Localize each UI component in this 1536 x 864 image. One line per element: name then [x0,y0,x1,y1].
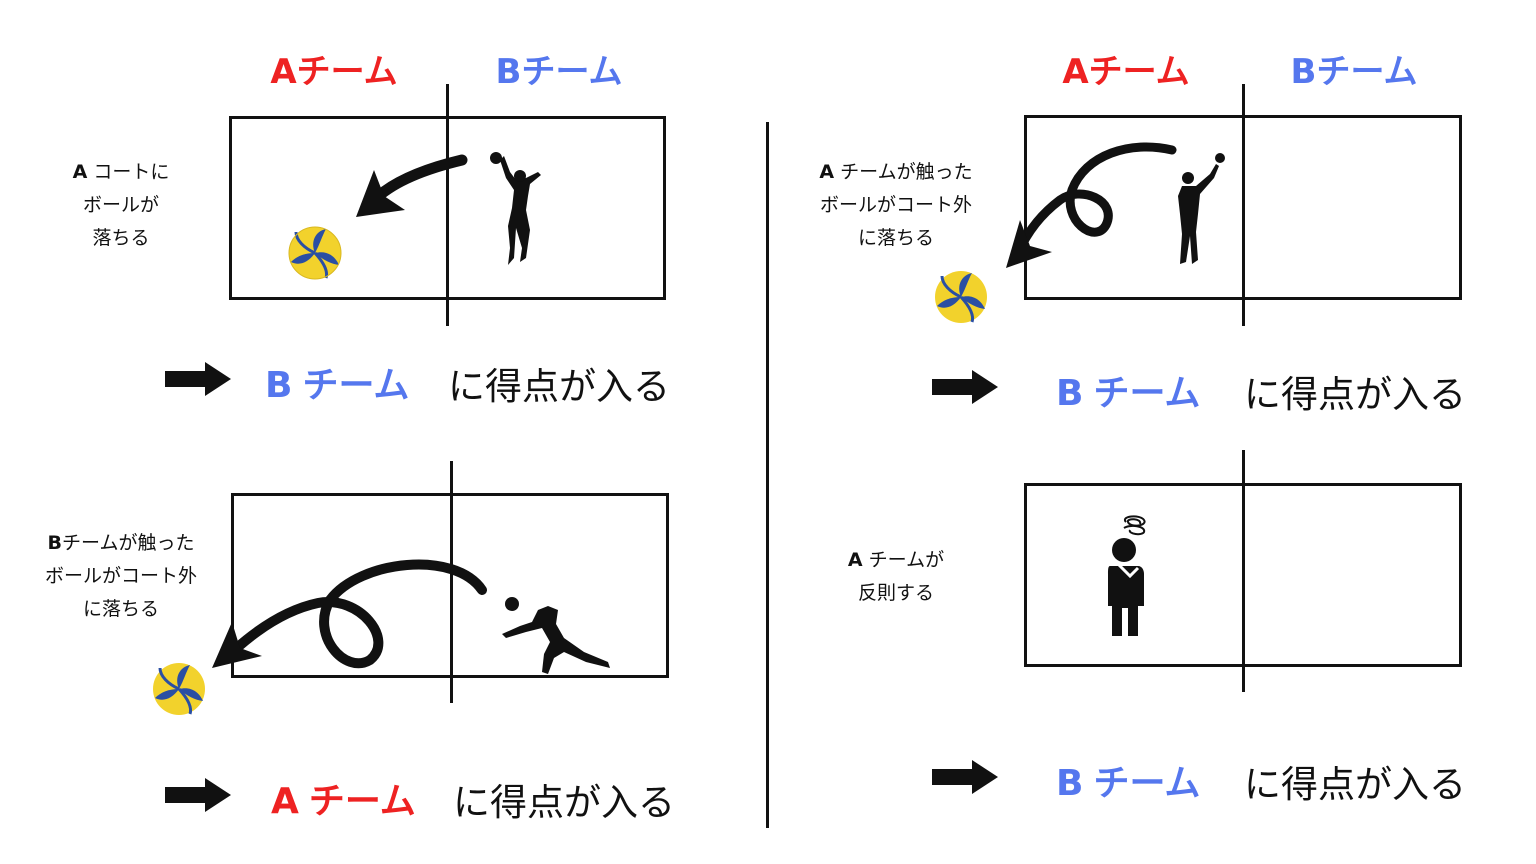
panel2-result-text: に得点が入る [453,781,675,824]
spiker-silhouette-icon [490,152,541,265]
panel2-result-letter: A [271,781,299,822]
panel-divider [766,122,769,828]
panel1-team-b-header: Bチーム [495,52,623,92]
diving-player-silhouette-icon [502,597,610,674]
panel3-team-b-header: Bチーム [1290,52,1418,92]
panel3-desc-line2: ボールがコート外 [819,194,973,216]
panel1-result-text: に得点が入る [448,365,670,408]
panel2-desc-line1: チームが触った [62,532,195,554]
panel3-net [1242,84,1245,326]
panel4-description: A チームが 反則する [848,544,944,610]
panel4-net [1242,450,1245,692]
panel2-description: Bチームが触った ボールがコート外 に落ちる [45,527,197,626]
right-arrow-icon [165,362,231,396]
panel1-net [446,84,449,326]
panel1-desc-letter: A [72,161,88,183]
panel1-result-team-label: チーム [302,365,410,406]
volleyball-icon [153,663,205,715]
panel3-desc-letter: A [819,161,835,183]
panel3-desc-line1: チームが触った [840,161,973,183]
panel4-desc-line2: 反則する [857,582,935,604]
right-arrow-icon [932,760,998,794]
server-silhouette-icon [1178,153,1225,264]
volleyball-icon [288,226,342,280]
panel2-result-team-label: チーム [308,781,416,822]
panel3-result-letter: B [1056,373,1084,414]
panel3-description: A チームが触った ボールがコート外 に落ちる [819,156,972,255]
panel4-desc-letter: A [847,549,863,571]
panel4-result-text: に得点が入る [1244,763,1466,806]
confused-person-icon [1108,515,1146,636]
panel1-description: A コートに ボールが 落ちる [73,156,170,255]
panel2-desc-line2: ボールがコート外 [44,565,198,587]
right-arrow-icon [932,370,998,404]
panel1-desc-line1: コートに [93,161,170,183]
panel2-desc-letter: B [47,532,63,554]
panel3-result-team-label: チーム [1093,373,1201,414]
panel4-result-team-label: チーム [1093,763,1201,804]
panel3-team-a-header: Aチーム [1062,52,1190,92]
right-arrow-icon [165,778,231,812]
panel1-desc-line2: ボールが [82,194,159,216]
panel1-team-a-header: Aチーム [270,52,398,92]
panel4-result-letter: B [1056,763,1084,804]
panel1-result-letter: B [265,365,293,406]
volleyball-icon [935,271,987,323]
panel2-desc-line3: に落ちる [82,598,160,620]
panel1-desc-line3: 落ちる [92,227,150,249]
panel4-desc-line1: チームが [868,549,945,571]
panel3-result-text: に得点が入る [1244,373,1466,416]
panel3-desc-line3: に落ちる [857,227,935,249]
panel2-net [450,461,453,703]
